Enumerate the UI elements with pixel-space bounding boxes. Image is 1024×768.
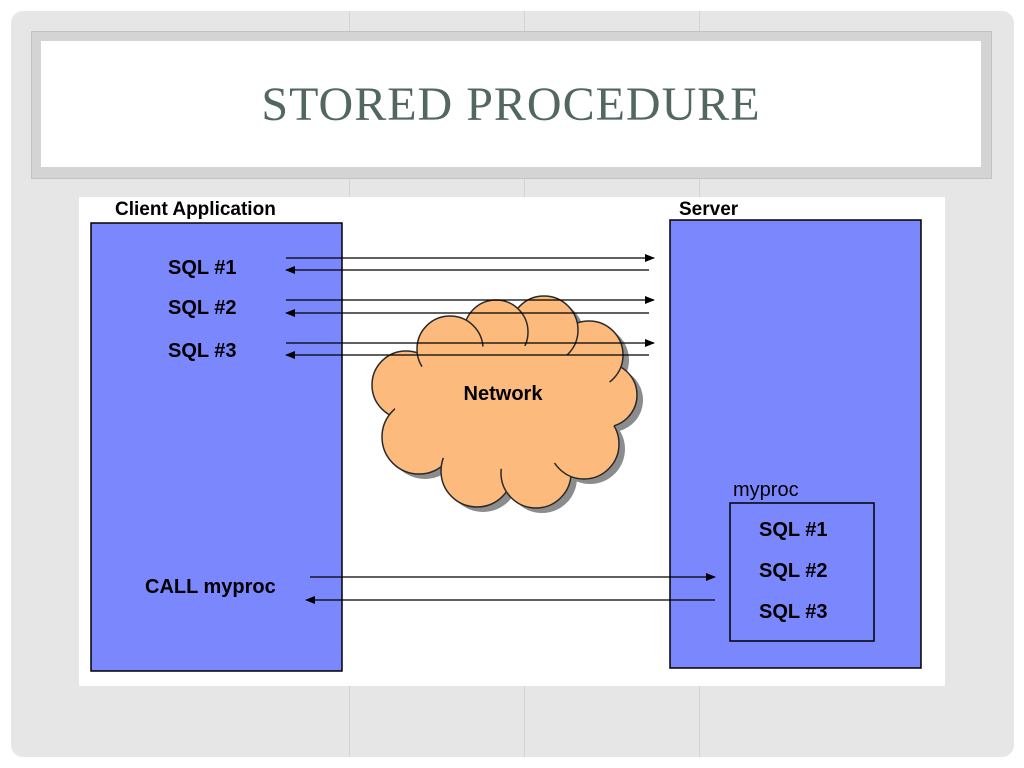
procedure-sql-3: SQL #3 — [759, 601, 828, 623]
network-label: Network — [464, 383, 544, 405]
network-cloud-overlay — [409, 357, 599, 467]
client-title: Client Application — [115, 199, 276, 220]
client-sql-3: SQL #3 — [168, 340, 237, 362]
client-sql-1: SQL #1 — [168, 257, 237, 279]
client-box — [90, 222, 343, 672]
server-title: Server — [679, 199, 739, 220]
slide-title: STORED PROCEDURE — [261, 77, 761, 131]
client-call-label: CALL myproc — [145, 576, 276, 598]
client-sql-2: SQL #2 — [168, 297, 237, 319]
procedure-name: myproc — [733, 479, 799, 501]
procedure-sql-2: SQL #2 — [759, 560, 828, 582]
procedure-box — [729, 502, 875, 642]
stored-procedure-diagram: Client Application Server — [79, 197, 945, 686]
sql-arrows — [285, 254, 655, 359]
title-box: STORED PROCEDURE — [41, 41, 981, 167]
diagram-svg: Client Application Server — [90, 199, 922, 672]
procedure-sql-1: SQL #1 — [759, 519, 828, 541]
call-arrows — [305, 573, 716, 604]
